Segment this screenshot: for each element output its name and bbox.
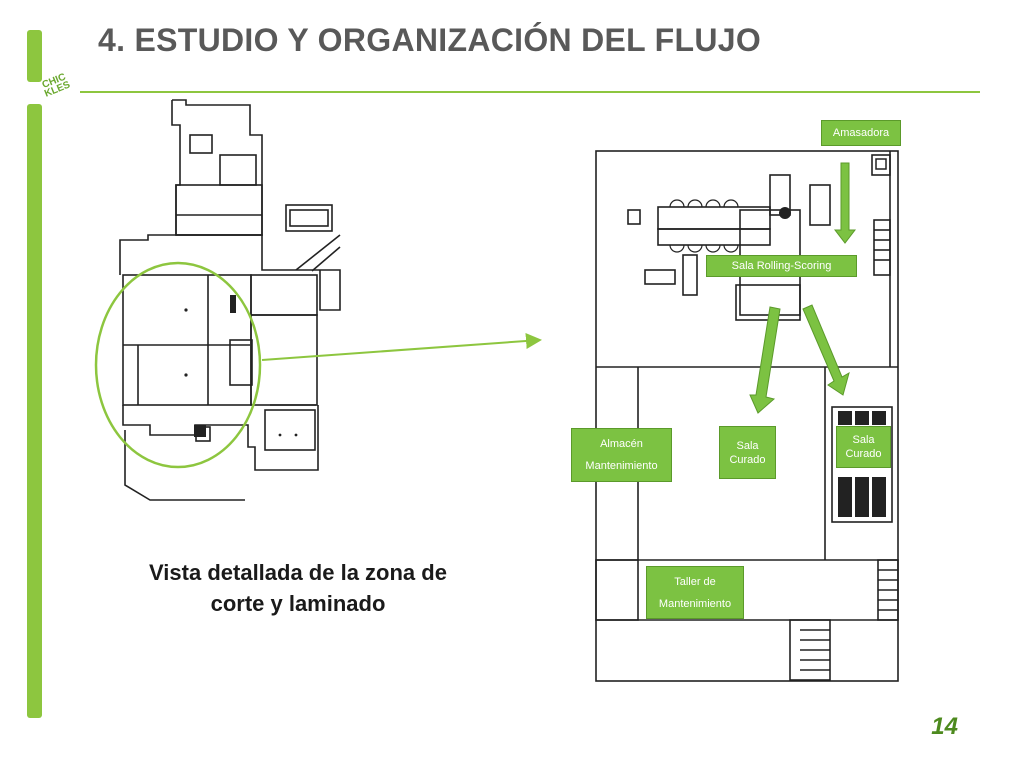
zone-sala-rolling-scoring: Sala Rolling-Scoring [706,255,857,277]
zone-taller-line1: Taller de [674,575,716,588]
zone-almacen-line2: Mantenimiento [585,460,658,472]
zone-sala-curado-2-line1: Sala [852,434,875,446]
slide-title: 4. ESTUDIO Y ORGANIZACIÓN DEL FLUJO [98,22,762,58]
flow-arrow-curado-1 [749,306,781,414]
caption-line-1: Vista detallada de la zona de [149,560,447,585]
zone-sala-curado-2: Sala Curado [836,426,891,468]
zone-sala-curado-1-line2: Curado [729,453,766,466]
zone-almacen-mantenimiento: Almacén Mantenimiento [571,428,672,482]
zone-amasadora-label: Amasadora [832,127,890,139]
detailed-floor-plan [595,150,899,682]
zone-almacen-line1: Almacén [600,438,643,450]
zone-sala-rolling-label: Sala Rolling-Scoring [731,260,832,272]
flow-arrow-curado-2 [802,304,850,396]
highlight-ellipse [94,261,262,469]
zone-taller-mantenimiento: Taller de Mantenimiento [646,566,744,619]
zone-sala-curado-2-line2: Curado [845,448,882,460]
sidebar-accent-bottom [27,104,42,718]
flow-arrow-amasadora [833,162,857,244]
overview-floor-plan [94,99,341,501]
zone-taller-line2: Mantenimiento [658,597,732,610]
sidebar-accent-top [27,30,42,82]
zone-sala-curado-1: Sala Curado [719,426,776,479]
plan-caption: Vista detallada de la zona de corte y la… [108,557,488,619]
page-number: 14 [931,713,958,740]
caption-line-2: corte y laminado [210,591,386,616]
zone-amasadora: Amasadora [821,120,901,146]
zone-sala-curado-1-line1: Sala [736,439,759,452]
flow-arrows [749,162,857,414]
title-underline [80,91,980,93]
